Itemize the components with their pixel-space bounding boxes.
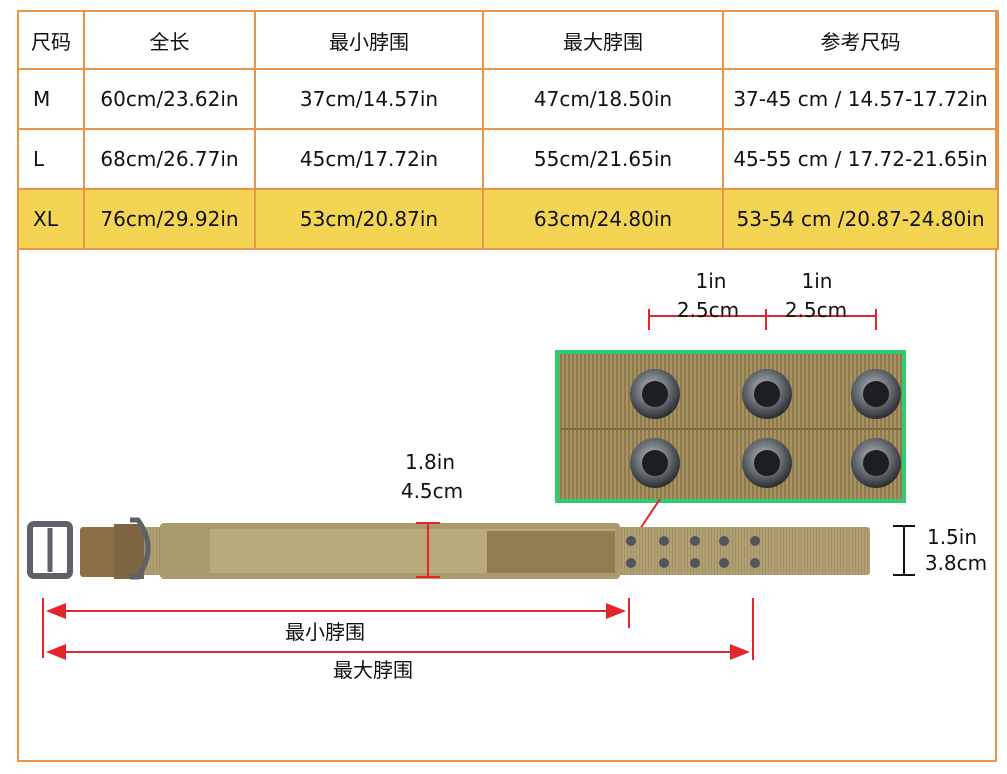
pad-width-dimension [416,522,440,578]
cell-min-neck: 45cm/17.72in [254,128,484,190]
hole-spacing-1-cm: 2.5cm [676,298,740,322]
header-max-neck: 最大脖围 [482,10,724,70]
pad-width-in: 1.8in [404,450,456,474]
size-table: 尺码 全长 最小脖围 最大脖围 参考尺码 M 60cm/23.62in 37cm… [17,10,999,250]
max-neck-label: 最大脖围 [333,658,413,682]
d-ring-icon [130,517,151,580]
strap-width-cm: 3.8cm [924,551,988,575]
cell-max-neck: 47cm/18.50in [482,68,724,130]
cell-total-length: 76cm/29.92in [83,188,256,250]
hole-spacing-dimension [648,309,877,330]
header-min-neck: 最小脖围 [254,10,484,70]
min-neck-dimension [42,598,630,658]
min-neck-label: 最小脖围 [285,620,365,644]
table-row: M 60cm/23.62in 37cm/14.57in 47cm/18.50in… [17,68,999,130]
grommet-icon [742,369,792,419]
strap-width-in: 1.5in [926,525,978,549]
cell-max-neck: 55cm/21.65in [482,128,724,190]
grommet-icon [742,438,792,488]
cell-max-neck: 63cm/24.80in [482,188,724,250]
header-size: 尺码 [17,10,85,70]
cell-size: M [17,68,85,130]
strap-holes [626,536,760,568]
hole-spacing-2-cm: 2.5cm [784,298,848,322]
cell-reference-size: 53-54 cm /20.87-24.80in [722,188,999,250]
header-total-length: 全长 [83,10,256,70]
pad-width-cm: 4.5cm [400,479,464,503]
grommet-icon [630,369,680,419]
table-row: L 68cm/26.77in 45cm/17.72in 55cm/21.65in… [17,128,999,190]
zoom-detail-panel [555,350,906,503]
cell-reference-size: 45-55 cm / 17.72-21.65in [722,128,999,190]
strap-width-dimension [893,525,915,576]
hole-spacing-1-in: 1in [695,269,727,293]
header-reference-size: 参考尺码 [722,10,999,70]
cell-min-neck: 53cm/20.87in [254,188,484,250]
grommet-icon [851,369,901,419]
cell-size: XL [17,188,85,250]
cell-total-length: 60cm/23.62in [83,68,256,130]
collar-image [27,517,870,580]
max-neck-dimension [46,598,754,660]
grommet-icon [851,438,901,488]
cell-size: L [17,128,85,190]
grommet-icon [630,438,680,488]
table-header-row: 尺码 全长 最小脖围 最大脖围 参考尺码 [17,10,999,70]
cell-min-neck: 37cm/14.57in [254,68,484,130]
cell-reference-size: 37-45 cm / 14.57-17.72in [722,68,999,130]
buckle-icon [27,521,73,579]
table-row-highlighted: XL 76cm/29.92in 53cm/20.87in 63cm/24.80i… [17,188,999,250]
hole-spacing-2-in: 1in [801,269,833,293]
cell-total-length: 68cm/26.77in [83,128,256,190]
